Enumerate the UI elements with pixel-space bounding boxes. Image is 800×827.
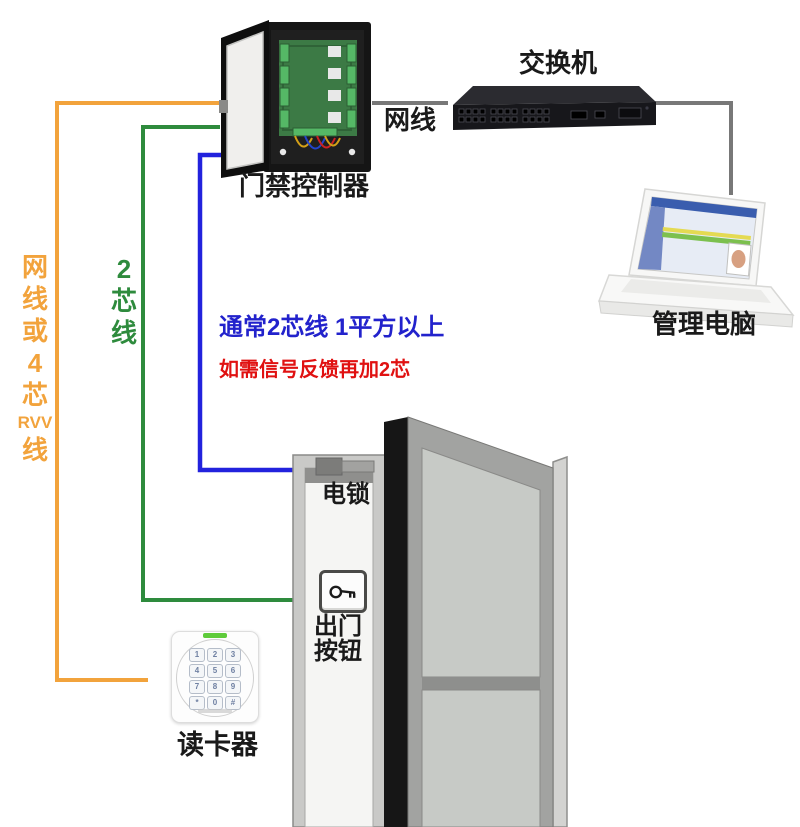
vchar: 线 [110, 318, 137, 348]
laptop-front-edge [598, 300, 794, 328]
keypad-key: 2 [207, 648, 223, 662]
controller-illustration [219, 20, 371, 178]
photo-face [731, 250, 746, 268]
controller-door-inner [226, 30, 264, 170]
mount-hole-icon [348, 148, 356, 156]
cable-green-2core [141, 125, 294, 602]
brand-mark [198, 709, 232, 713]
lan-cable-label: 网线 [384, 105, 437, 135]
switch-label: 交换机 [519, 48, 598, 78]
screen-titlebar [651, 197, 757, 218]
management-pc-label: 管理电脑 [652, 309, 757, 339]
door-frame-right [552, 455, 568, 827]
relays [328, 46, 341, 123]
keypad-key: * [189, 696, 205, 710]
led-indicator [203, 633, 227, 638]
door-crossbar [422, 677, 540, 690]
orange-cable-label: 网 线 或 4 芯 RVV 线 [16, 254, 54, 463]
keypad-key: 9 [225, 680, 241, 694]
exit-button-label-line2: 按钮 [314, 638, 362, 666]
controller-latch [219, 100, 228, 113]
vchar: RVV [17, 413, 53, 432]
cable-orange-rvv [55, 101, 220, 682]
cable-lan-switch-pc [652, 101, 733, 195]
screen-sidebar [638, 206, 665, 270]
mount-hole-icon [279, 148, 287, 156]
card-reader-device: 1 2 3 4 5 6 7 8 9 * 0 # [171, 631, 259, 723]
vchar: 线 [21, 435, 48, 465]
vchar: 线 [21, 284, 48, 314]
key-icon [329, 585, 356, 598]
keypad-key: 4 [189, 664, 205, 678]
switch-top [453, 86, 656, 105]
exit-button-label-line1: 出门 [314, 613, 362, 640]
screen-row-green [662, 232, 751, 246]
switch-front [453, 102, 656, 130]
screen-row-yellow [662, 227, 751, 240]
vchar: 或 [21, 316, 48, 346]
vchar: 芯 [110, 286, 137, 316]
keypad-key: 8 [207, 680, 223, 694]
keypad-key: 7 [189, 680, 205, 694]
laptop-illustration [597, 188, 795, 328]
vchar: 网 [21, 252, 48, 282]
exit-push-button [319, 570, 367, 613]
terminal-blocks [279, 43, 357, 137]
switch-illustration [453, 86, 656, 130]
switch-ports [458, 106, 649, 123]
electric-lock-label: 电锁 [322, 481, 370, 508]
keypad-key: 1 [189, 648, 205, 662]
controller-label: 门禁控制器 [239, 171, 370, 201]
card-reader-label: 读卡器 [177, 730, 258, 760]
keypad-key: 5 [207, 664, 223, 678]
cable-blue-lock [197, 152, 296, 473]
keypad-key: # [225, 696, 241, 710]
keypad-key: 3 [225, 648, 241, 662]
green-cable-label: 2 芯 线 [106, 256, 142, 346]
exit-button-label: 出门 按钮 [314, 613, 362, 666]
keypad-key: 6 [225, 664, 241, 678]
laptop-keyboard [621, 279, 771, 303]
vchar: 2 [116, 254, 132, 284]
electric-lock-body [315, 457, 343, 476]
lock-cable-note-primary: 通常2芯线 1平方以上 [219, 314, 445, 341]
reader-ring [176, 639, 254, 717]
controller-pcb [279, 40, 357, 136]
door-illustration [292, 416, 568, 827]
keypad-key: 0 [207, 696, 223, 710]
door-glass-lower [421, 689, 541, 827]
reader-keypad: 1 2 3 4 5 6 7 8 9 * 0 # [189, 648, 241, 710]
controller-wires [294, 135, 341, 150]
lock-cable-note-secondary: 如需信号反馈再加2芯 [219, 359, 411, 381]
door-frame-inner-panel [304, 467, 374, 827]
vchar: 4 [27, 348, 43, 378]
electric-lock-strike [341, 460, 375, 473]
vchar: 芯 [21, 380, 48, 410]
door-leaf-edge [384, 417, 408, 827]
